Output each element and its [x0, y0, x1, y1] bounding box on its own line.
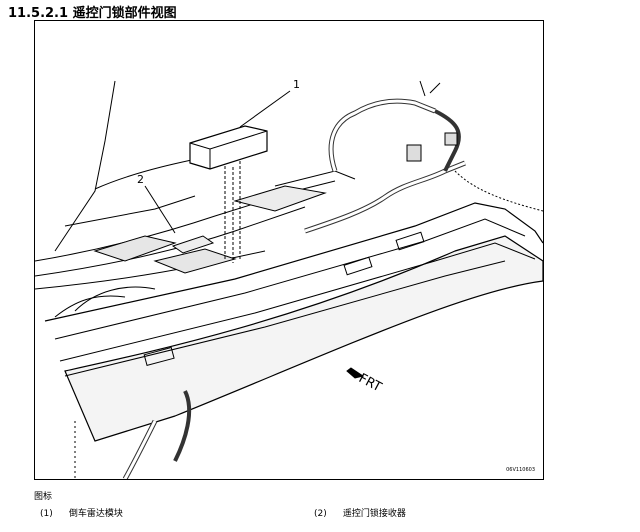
vehicle-line-drawing: [35, 80, 543, 479]
legend-title: 图标: [34, 492, 53, 502]
callout-1: 1: [293, 78, 300, 91]
legend-item-1: (1) 倒车雷达模块: [40, 506, 123, 519]
callout-2: 2: [137, 173, 144, 186]
figure-code: 06V110603: [506, 467, 535, 473]
page-heading: 11.5.2.1 遥控门锁部件视图: [8, 6, 177, 21]
component-figure: 1 2 FRT 06V110603: [34, 20, 544, 480]
legend-item-2: (2) 遥控门锁接收器: [314, 506, 406, 519]
legend-text: 倒车雷达模块: [68, 509, 123, 519]
legend-number: (1): [40, 509, 53, 519]
legend-text: 遥控门锁接收器: [342, 509, 406, 519]
legend-number: (2): [314, 509, 327, 519]
